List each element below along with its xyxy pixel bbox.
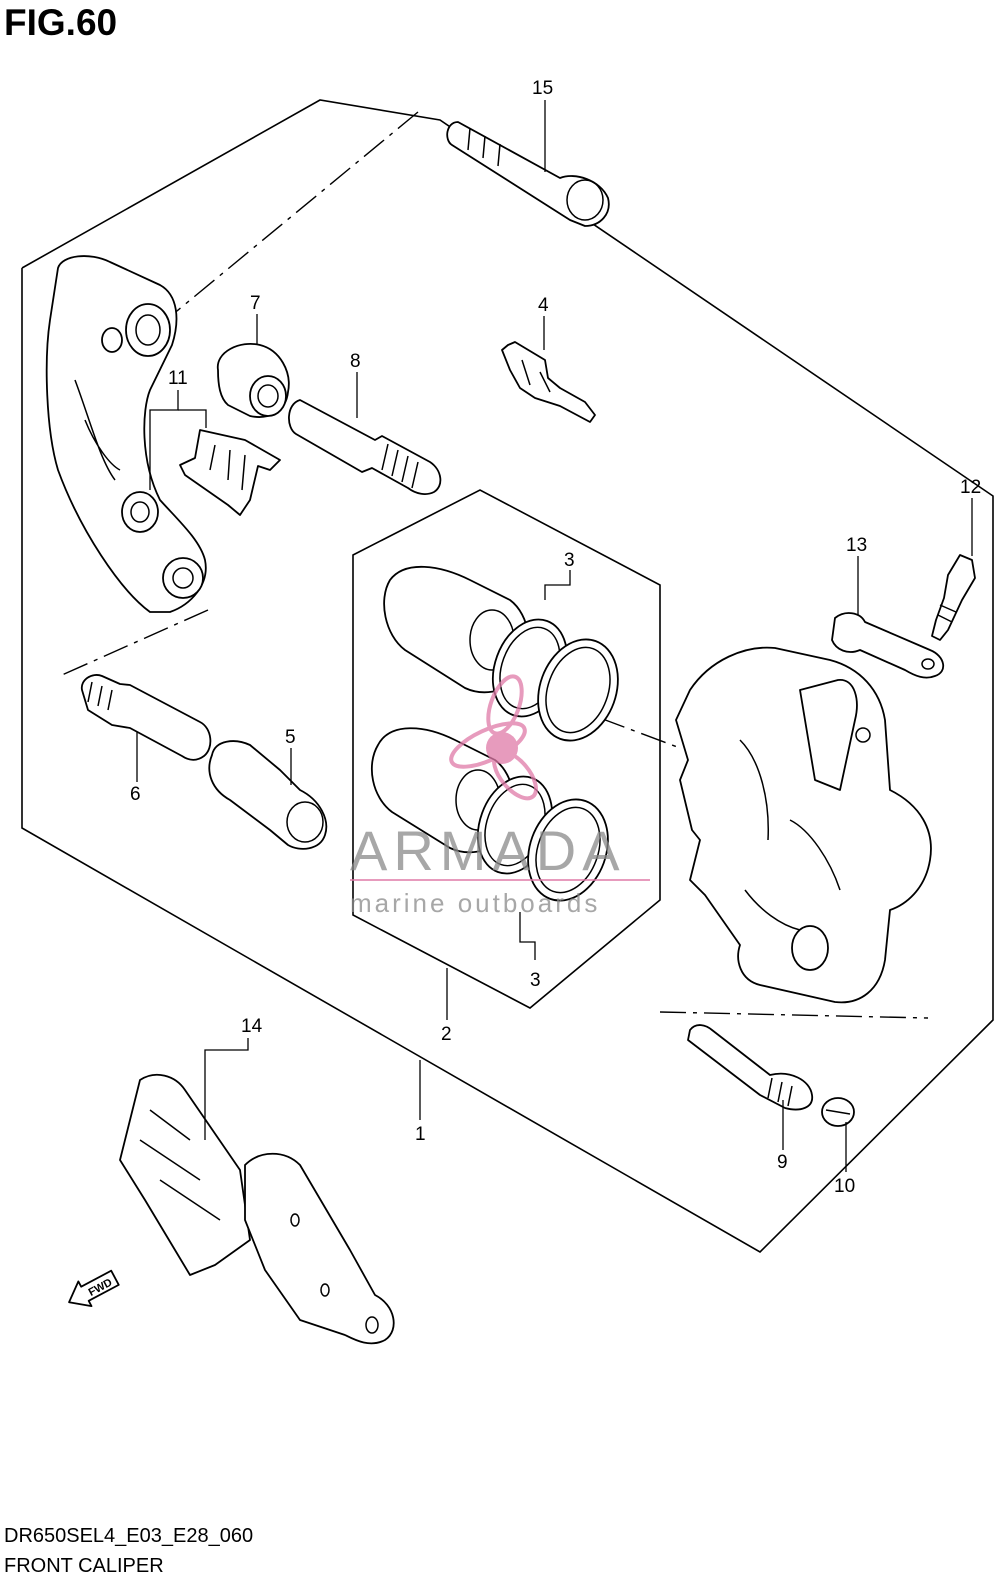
callout-4: 4 (538, 295, 549, 316)
plug-part-10 (821, 1097, 855, 1127)
callout-13: 13 (846, 535, 867, 556)
dust-boot-part-7 (217, 343, 290, 418)
callout-5: 5 (285, 727, 296, 748)
piston-seal-upper-outer (537, 638, 619, 742)
slide-pin-part-6 (80, 674, 212, 761)
brake-pad-set-part-14 (119, 1073, 395, 1345)
callout-8: 8 (350, 351, 361, 372)
slide-pin-part-8 (288, 399, 442, 495)
callout-12: 12 (960, 477, 981, 498)
bolt-part-9 (687, 1024, 813, 1111)
callout-11: 11 (168, 368, 188, 389)
callout-2: 2 (441, 1024, 452, 1045)
callout-1: 1 (415, 1124, 426, 1145)
callout-14: 14 (241, 1016, 263, 1037)
dust-boot-part-5 (208, 740, 328, 850)
alignment-line-piston (599, 717, 681, 749)
caliper-bracket-part (45, 255, 207, 613)
callout-10: 10 (834, 1176, 855, 1197)
bolt-part-15 (446, 121, 610, 227)
bleeder-valve-part-12 (931, 554, 976, 641)
callout-3-upper: 3 (564, 550, 575, 571)
piston-group-outline-2 (352, 489, 661, 1009)
leader-bracket-3-lower (519, 912, 536, 960)
propeller-logo-icon (449, 674, 538, 801)
piston-seal-lower-outer (527, 798, 609, 902)
watermark-brand: ARMADA (350, 819, 626, 882)
pad-spring-part-4 (501, 341, 596, 423)
armada-watermark: ARMADA marine outboards (350, 674, 650, 918)
callout-7: 7 (250, 293, 261, 314)
assembly-outline-1 (21, 99, 994, 1253)
callout-3-lower: 3 (530, 970, 541, 991)
fwd-arrow-icon (68, 1269, 120, 1308)
leader-bracket-3-upper (544, 570, 571, 600)
figure-title: FIG.60 (4, 2, 118, 43)
callout-9: 9 (777, 1152, 788, 1173)
figure-code: DR650SEL4_E03_E28_060 (4, 1525, 254, 1547)
caliper-body-part (675, 646, 932, 1004)
figure-name: FRONT CALIPER (4, 1555, 164, 1577)
pad-clip-part-11 (179, 429, 281, 516)
watermark-tagline: marine outboards (350, 888, 600, 918)
callout-6: 6 (130, 784, 141, 805)
leader-bracket-11b (178, 409, 207, 428)
callout-15: 15 (532, 78, 553, 99)
bleeder-cap-part-13 (831, 612, 944, 679)
fwd-label: FWD (87, 1277, 115, 1299)
alignment-line-pin (61, 609, 209, 676)
leader-bracket-14 (204, 1038, 249, 1140)
forward-direction-arrow: FWD (68, 1269, 120, 1308)
alignment-line-lower (659, 1011, 929, 1019)
leader-bracket-11 (149, 390, 179, 490)
